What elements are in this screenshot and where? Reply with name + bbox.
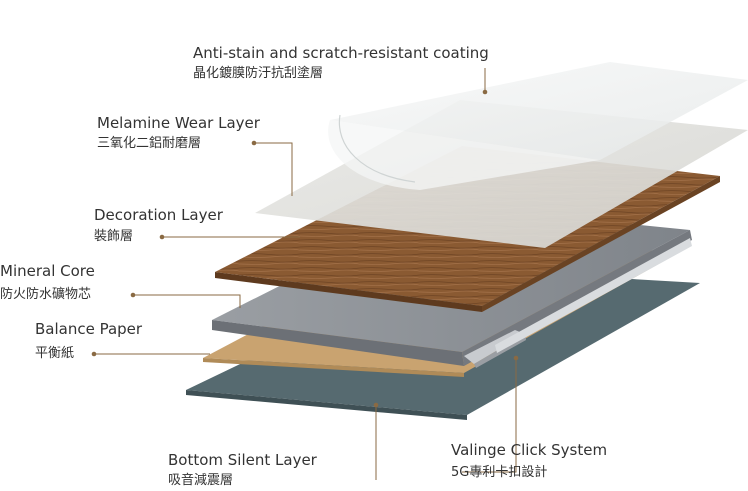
click-label-zh: 5G專利卡扣設計 [451,465,548,480]
leader-wear [254,142,293,196]
leader-lines [94,68,517,480]
wear-label-en: Melamine Wear Layer [97,114,260,132]
bottom-label-en: Bottom Silent Layer [168,451,317,469]
wear-label-zh: 三氧化二鋁耐磨層 [97,136,202,151]
balance-label-zh: 平衡紙 [35,346,75,361]
decoration-label-en: Decoration Layer [94,206,223,224]
core-label-zh: 防火防水礦物芯 [0,287,92,302]
balance-label-en: Balance Paper [35,320,143,338]
coating-label-zh: 晶化鍍膜防汙抗刮塗層 [193,66,324,81]
bottom-label-zh: 吸音減震層 [168,473,234,488]
coating-layer-shape [328,62,748,190]
leader-click [462,358,517,473]
core-label-en: Mineral Core [0,262,95,280]
coating-label-en: Anti-stain and scratch-resistant coating [193,44,489,62]
leader-core [133,294,241,308]
decoration-label-zh: 裝飾層 [94,229,134,244]
click-label-en: Valinge Click System [451,441,608,459]
leader-dots [91,89,519,408]
